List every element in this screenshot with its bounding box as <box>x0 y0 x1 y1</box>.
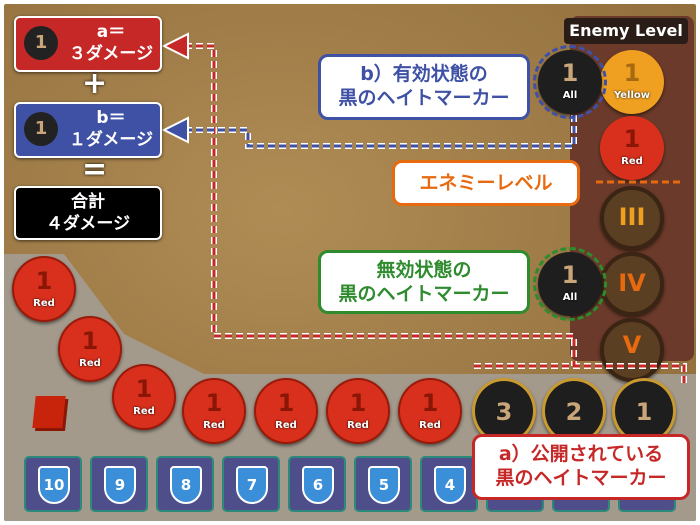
leader-lines <box>161 32 687 384</box>
a-damage-box: 1 a＝３ダメージ <box>14 16 162 72</box>
shield-icon: 8 <box>170 466 202 504</box>
a-arrowhead <box>161 32 189 60</box>
shield-card: 8 <box>156 456 214 512</box>
shield-icon: 5 <box>368 466 400 504</box>
shield-icon: 4 <box>434 466 466 504</box>
shield-icon: 6 <box>302 466 334 504</box>
a-leader-line <box>174 44 686 384</box>
enemy-level-title: Enemy Level <box>564 18 688 44</box>
enemy-level-callout: エネミーレベル <box>392 160 580 206</box>
shield-card: 10 <box>24 456 82 512</box>
equals-sign: = <box>82 152 108 187</box>
revealed-marker-callout: a）公開されている黒のヘイトマーカー <box>472 434 690 500</box>
shield-card: 5 <box>354 456 412 512</box>
black-hate-token: 1 <box>612 378 676 444</box>
plus-sign: + <box>82 66 108 101</box>
shield-icon: 7 <box>236 466 268 504</box>
active-marker-callout: b）有効状態の黒のヘイトマーカー <box>318 54 530 120</box>
b-leader-line <box>174 114 576 148</box>
shield-icon: 10 <box>38 466 70 504</box>
inactive-marker-callout: 無効状態の黒のヘイトマーカー <box>318 250 530 314</box>
enemy-level-III: III <box>600 186 664 250</box>
shield-card: 6 <box>288 456 346 512</box>
shield-icon: 9 <box>104 466 136 504</box>
hate-marker-icon: 1 <box>24 112 58 146</box>
enemy-level-IV: IV <box>600 252 664 316</box>
black-hate-token: 3 <box>472 378 536 444</box>
shield-card: 4 <box>420 456 478 512</box>
b-arrowhead <box>161 116 189 144</box>
b-damage-box: 1 b＝１ダメージ <box>14 102 162 158</box>
shield-card: 9 <box>90 456 148 512</box>
hate-marker-icon: 1 <box>24 26 58 60</box>
shield-card: 7 <box>222 456 280 512</box>
